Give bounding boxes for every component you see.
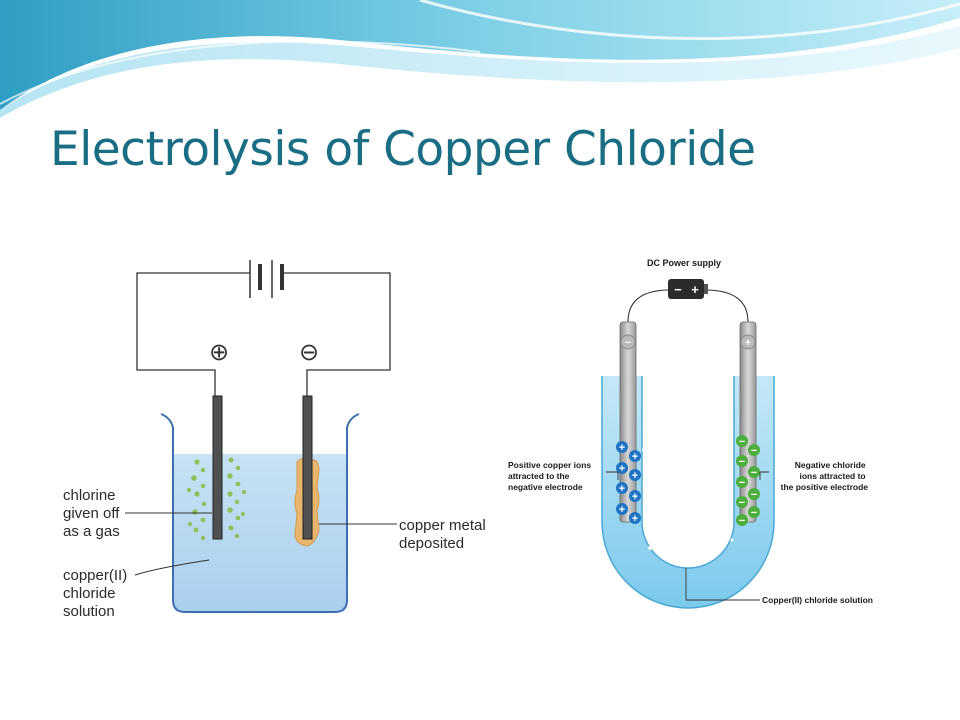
dc-power-supply-label: DC Power supply: [647, 258, 721, 268]
copper-ion: +: [629, 450, 641, 463]
circuit-wire: [136, 272, 391, 396]
cathode-electrode: [302, 395, 313, 540]
svg-text:+: +: [632, 451, 638, 463]
battery-symbol: [249, 260, 284, 298]
leader-lines: [606, 471, 769, 601]
solution-label: Copper(II) chloride solution: [762, 595, 873, 605]
copper-ion: +: [616, 503, 628, 516]
chloride-ion: −: [736, 455, 748, 468]
copper-deposit-label: copper metal deposited: [399, 517, 490, 552]
svg-text:−: −: [751, 507, 757, 519]
chloride-ion: −: [736, 435, 748, 448]
positive-electrode-sign: +: [745, 337, 751, 349]
svg-text:−: −: [739, 515, 745, 527]
gas-bubbles: [642, 448, 734, 550]
chlorine-gas-label: chlorine given off as a gas: [63, 487, 124, 540]
svg-text:−: −: [751, 445, 757, 457]
svg-text:−: −: [751, 467, 757, 479]
negative-ions-label: Negative chloride ions attracted to the …: [781, 460, 869, 492]
svg-text:+: +: [632, 513, 638, 525]
svg-text:+: +: [619, 442, 625, 454]
svg-text:−: −: [751, 489, 757, 501]
copper-ion: +: [629, 490, 641, 503]
copper-ions: + + + + + + + +: [616, 441, 641, 525]
u-tube-electrolysis-diagram: DC Power supply − + − + + + + + + + + + …: [498, 250, 882, 620]
chloride-ion: −: [736, 476, 748, 489]
svg-text:−: −: [739, 497, 745, 509]
solution-label: copper(II) chloride solution: [63, 567, 131, 620]
svg-text:−: −: [739, 456, 745, 468]
svg-text:+: +: [619, 463, 625, 475]
copper-ion: +: [616, 441, 628, 454]
copper-ion: +: [616, 462, 628, 475]
chloride-ion: −: [748, 488, 760, 501]
copper-ion: +: [616, 482, 628, 495]
svg-text:+: +: [619, 504, 625, 516]
dc-battery: − +: [668, 279, 708, 299]
copper-chloride-solution: [173, 454, 347, 612]
chloride-ions: − − − − − − − − −: [736, 435, 760, 527]
chlorine-bubbles: [187, 457, 246, 541]
svg-text:+: +: [691, 282, 699, 297]
beaker: [160, 413, 360, 613]
copper-ion: +: [629, 512, 641, 525]
chloride-ion: −: [748, 466, 760, 479]
copper-ion: +: [629, 469, 641, 482]
svg-text:+: +: [619, 483, 625, 495]
negative-electrode-sign: −: [625, 337, 631, 349]
svg-text:+: +: [632, 491, 638, 503]
copper-chloride-solution: [602, 376, 774, 608]
chloride-ion: −: [748, 444, 760, 457]
header-wave-decoration: [0, 0, 960, 118]
svg-text:−: −: [739, 436, 745, 448]
u-tube: [601, 376, 775, 609]
beaker-electrolysis-diagram: ⊕ ⊖ chlorine given off as a gas copper(I: [57, 248, 497, 632]
anode-positive-icon: ⊕: [209, 339, 229, 366]
chloride-ion: −: [748, 506, 760, 519]
slide-title: Electrolysis of Copper Chloride: [50, 122, 756, 177]
circuit-wire: [627, 289, 749, 323]
svg-text:−: −: [739, 477, 745, 489]
positive-ions-label: Positive copper ions attracted to the ne…: [508, 460, 594, 492]
svg-text:−: −: [674, 282, 682, 297]
chloride-ion: −: [736, 514, 748, 527]
cathode-negative-icon: ⊖: [299, 339, 319, 366]
leader-lines: [125, 512, 397, 576]
svg-text:+: +: [632, 470, 638, 482]
anode-electrode: [212, 395, 223, 540]
chloride-ion: −: [736, 496, 748, 509]
